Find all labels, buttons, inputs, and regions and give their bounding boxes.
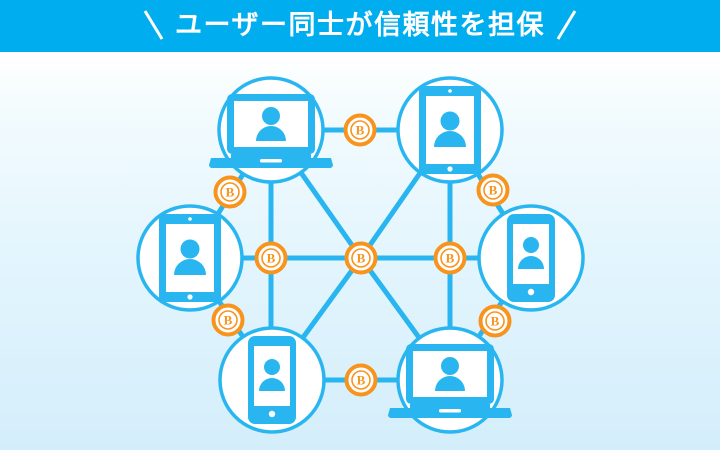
coin-junction-right[interactable]: B xyxy=(433,241,467,275)
network-diagram: B B B B B B B B B xyxy=(0,52,720,450)
network-coins: B B B B B B B B B xyxy=(211,113,512,397)
coin-junction-left[interactable]: B xyxy=(254,241,288,275)
tablet-icon xyxy=(419,86,481,174)
network-nodes xyxy=(136,76,585,434)
bitcoin-symbol-label: B xyxy=(491,314,500,329)
coin-center-hub[interactable]: B xyxy=(344,241,378,275)
coin-lower-right[interactable]: B xyxy=(478,304,512,338)
bitcoin-symbol-label: B xyxy=(267,251,276,266)
coin-lower-left[interactable]: B xyxy=(211,303,245,337)
user-tablet-mid-left[interactable] xyxy=(136,204,244,312)
user-laptop-top-left[interactable] xyxy=(209,76,333,184)
bitcoin-symbol-label: B xyxy=(446,251,455,266)
coin-upper-left[interactable]: B xyxy=(213,175,247,209)
smartphone-icon xyxy=(248,336,296,424)
bitcoin-symbol-label: B xyxy=(224,313,233,328)
bitcoin-symbol-label: B xyxy=(356,123,365,138)
tablet-icon xyxy=(159,214,221,302)
left-slash-icon xyxy=(143,8,165,42)
coin-bottom-center[interactable]: B xyxy=(344,363,378,397)
right-slash-icon xyxy=(555,8,577,42)
bitcoin-symbol-label: B xyxy=(357,373,366,388)
network-diagram-svg: B B B B B B B B B xyxy=(136,76,585,434)
header-title: ユーザー同士が信頼性を担保 xyxy=(175,9,545,41)
bitcoin-symbol-label: B xyxy=(357,251,366,266)
user-smartphone-bottom-left[interactable] xyxy=(218,326,326,434)
user-tablet-top-right[interactable] xyxy=(396,76,504,184)
coin-upper-right[interactable]: B xyxy=(476,173,510,207)
bitcoin-symbol-label: B xyxy=(226,185,235,200)
coin-top-center[interactable]: B xyxy=(343,113,377,147)
smartphone-icon xyxy=(507,214,555,302)
user-laptop-bottom-right[interactable] xyxy=(388,326,512,434)
bitcoin-symbol-label: B xyxy=(489,183,498,198)
header-banner: ユーザー同士が信頼性を担保 xyxy=(0,0,720,52)
header-inner: ユーザー同士が信頼性を担保 xyxy=(143,8,577,42)
user-smartphone-mid-right[interactable] xyxy=(477,204,585,312)
